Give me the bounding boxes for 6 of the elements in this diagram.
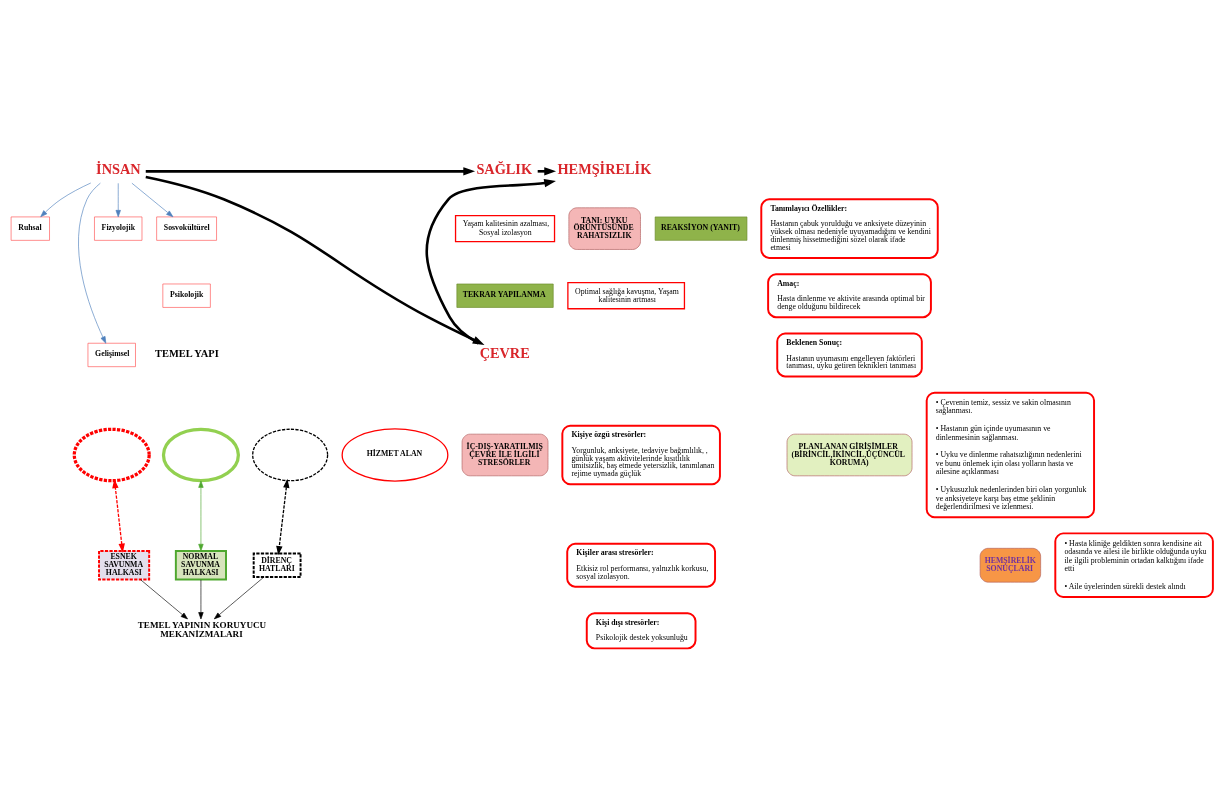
node-text: SAĞLIK — [476, 161, 533, 178]
node-text: TEMEL YAPININ KORUYUCU MEKANİZMALARI — [137, 620, 267, 640]
node-text: ÇEVRE — [479, 344, 530, 361]
node-text: TEMEL YAPI — [155, 347, 219, 359]
node-text: HEMŞİRELİK — [557, 161, 652, 178]
node-text: İNSAN — [96, 161, 141, 178]
